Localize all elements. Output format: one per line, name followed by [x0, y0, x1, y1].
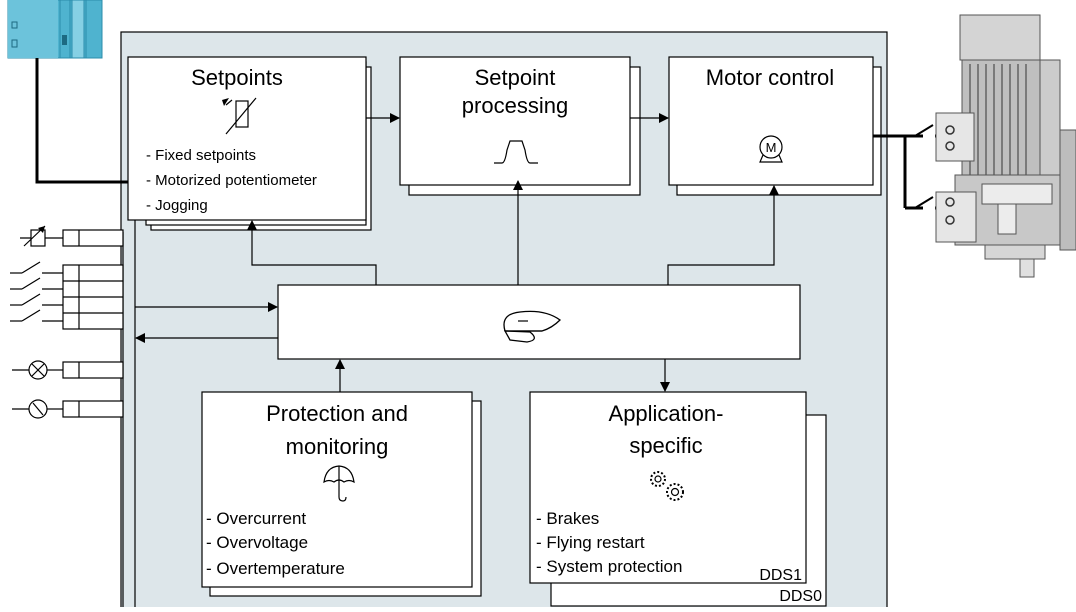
signal-flow-arrows [135, 113, 779, 392]
setpoints-title: Setpoints [191, 65, 283, 90]
gauge-output-icon [12, 399, 63, 419]
setpoint-processing-title: processing [462, 93, 568, 118]
fieldbus-line [35, 58, 135, 184]
sequence-control-block [277, 284, 801, 360]
application-item: - Brakes [536, 509, 599, 528]
dds1-label: DDS1 [759, 567, 802, 584]
protection-item: - Overvoltage [206, 533, 308, 552]
motor-control-title: Motor control [706, 65, 834, 90]
protection-title: monitoring [286, 434, 389, 459]
captain-hat-icon [503, 310, 561, 343]
dds0-label: DDS0 [779, 588, 822, 605]
protection-title: Protection and [266, 401, 408, 426]
motor-control-block: Motor control M [668, 56, 882, 196]
lamp-output-icon [12, 360, 63, 380]
potentiometer-icon [222, 97, 257, 135]
gears-icon [650, 471, 684, 501]
protection-block: Protection and monitoring - Overcurrent … [201, 391, 482, 597]
setpoints-item: - Jogging [146, 197, 208, 214]
terminal-strip [62, 229, 124, 418]
electric-motor-icon [935, 14, 1076, 278]
protection-item: - Overcurrent [206, 509, 306, 528]
setpoint-processing-block: Setpoint processing [399, 56, 641, 196]
setpoint-processing-title: Setpoint [475, 65, 556, 90]
setpoints-item: - Fixed setpoints [146, 147, 256, 164]
setpoints-item: - Motorized potentiometer [146, 172, 317, 189]
application-item: - System protection [536, 557, 682, 576]
umbrella-icon [323, 465, 355, 502]
application-item: - Flying restart [536, 533, 645, 552]
svg-text:M: M [766, 140, 777, 155]
switch-input-icon [10, 261, 63, 322]
protection-item: - Overtemperature [206, 559, 345, 578]
plc-controller-icon [7, 0, 103, 59]
motor-symbol-icon: M [759, 135, 783, 163]
application-title: specific [629, 433, 702, 458]
potentiometer-input-icon [20, 225, 63, 247]
application-block: Application- specific - Brakes - Flying … [529, 391, 827, 607]
ramp-function-icon [494, 140, 538, 164]
application-title: Application- [609, 401, 724, 426]
setpoints-block: Setpoints - Fixed setpoints - Motorized … [127, 56, 372, 231]
